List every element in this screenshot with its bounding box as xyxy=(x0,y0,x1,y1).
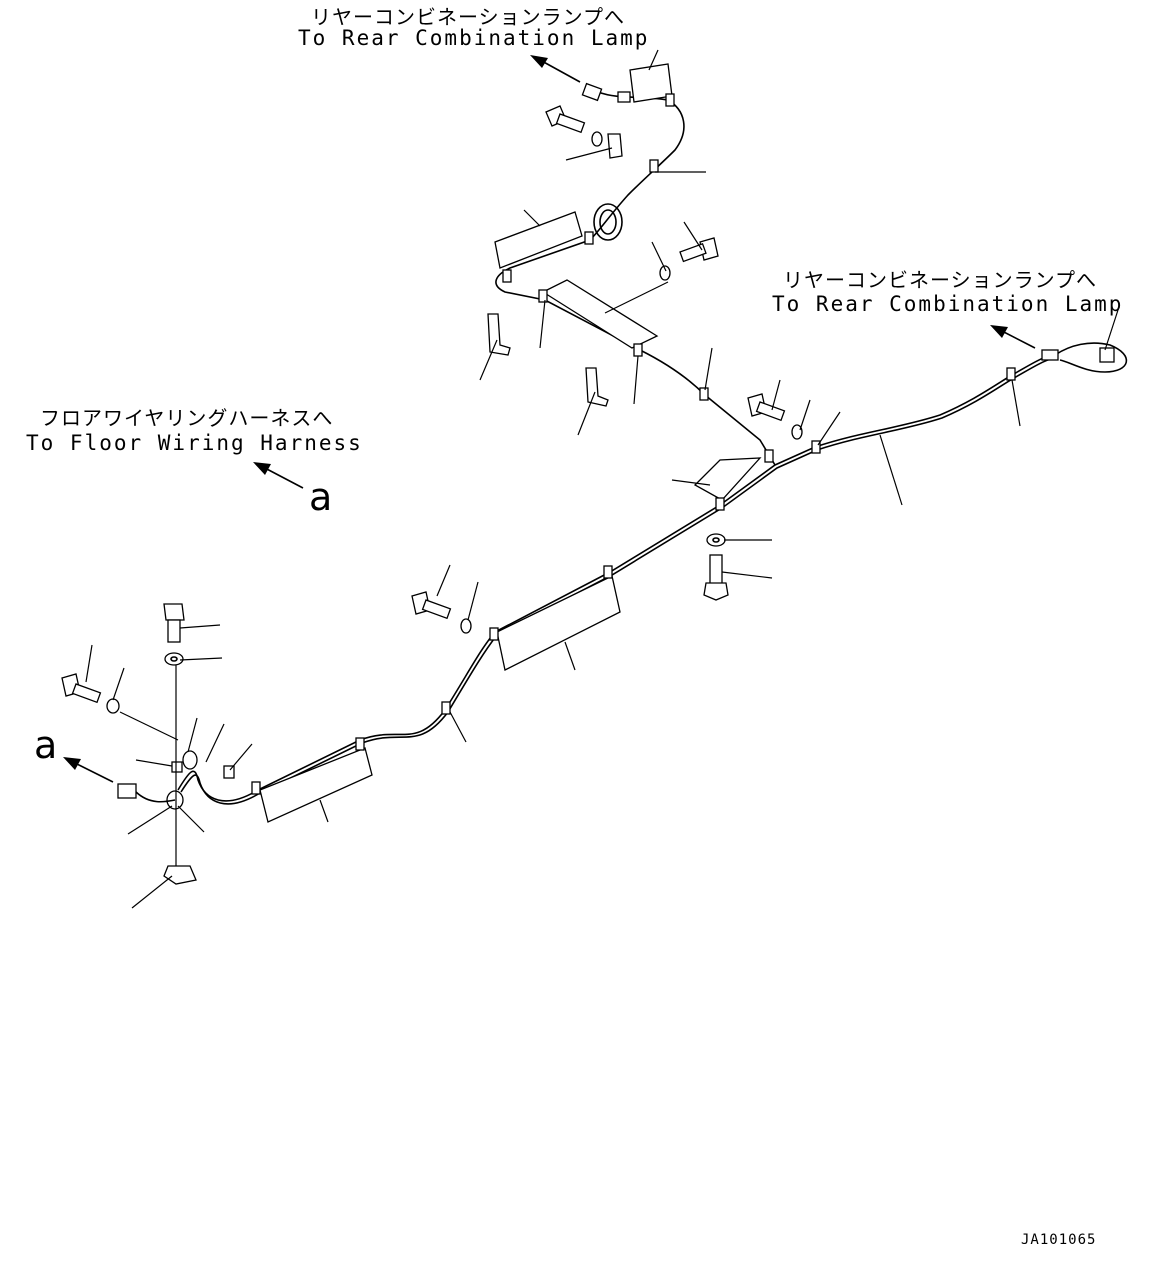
top-lamp-label-en: To Rear Combination Lamp xyxy=(298,26,650,50)
harness-clamps xyxy=(251,93,1016,795)
cover-lower-left xyxy=(259,747,373,823)
cover-center xyxy=(693,457,762,501)
right-lamp-label-en: To Rear Combination Lamp xyxy=(772,292,1124,316)
bolts-washers xyxy=(61,105,803,885)
top-lamp-label-jp: リヤーコンビネーションランプへ xyxy=(311,5,625,29)
arrow-to-connector-a xyxy=(63,757,114,783)
cover-middle-diamond xyxy=(541,279,659,349)
grommet xyxy=(593,203,623,241)
top-lamp-connector xyxy=(581,82,631,103)
floor-harness-label-en: To Floor Wiring Harness xyxy=(26,431,363,455)
arrow-to-right-lamp xyxy=(990,325,1036,349)
main-harness-wire xyxy=(177,354,1058,805)
cover-long-middle xyxy=(496,575,621,671)
drawing-code: JA101065 xyxy=(1021,1232,1097,1248)
cover-upper-left xyxy=(494,211,583,269)
right-lamp-label-jp: リヤーコンビネーションランプへ xyxy=(783,268,1097,292)
arrow-to-top-lamp xyxy=(530,55,581,83)
upper-branch-wire xyxy=(495,91,776,466)
arrow-to-floor-harness xyxy=(253,462,304,489)
reference-mark-a-lower: a xyxy=(34,723,58,767)
leader-lines xyxy=(85,49,1119,909)
floor-harness-label-jp: フロアワイヤリングハーネスへ xyxy=(40,406,334,430)
reference-mark-a-upper: a xyxy=(309,475,333,519)
right-lamp-connector xyxy=(1041,342,1128,373)
